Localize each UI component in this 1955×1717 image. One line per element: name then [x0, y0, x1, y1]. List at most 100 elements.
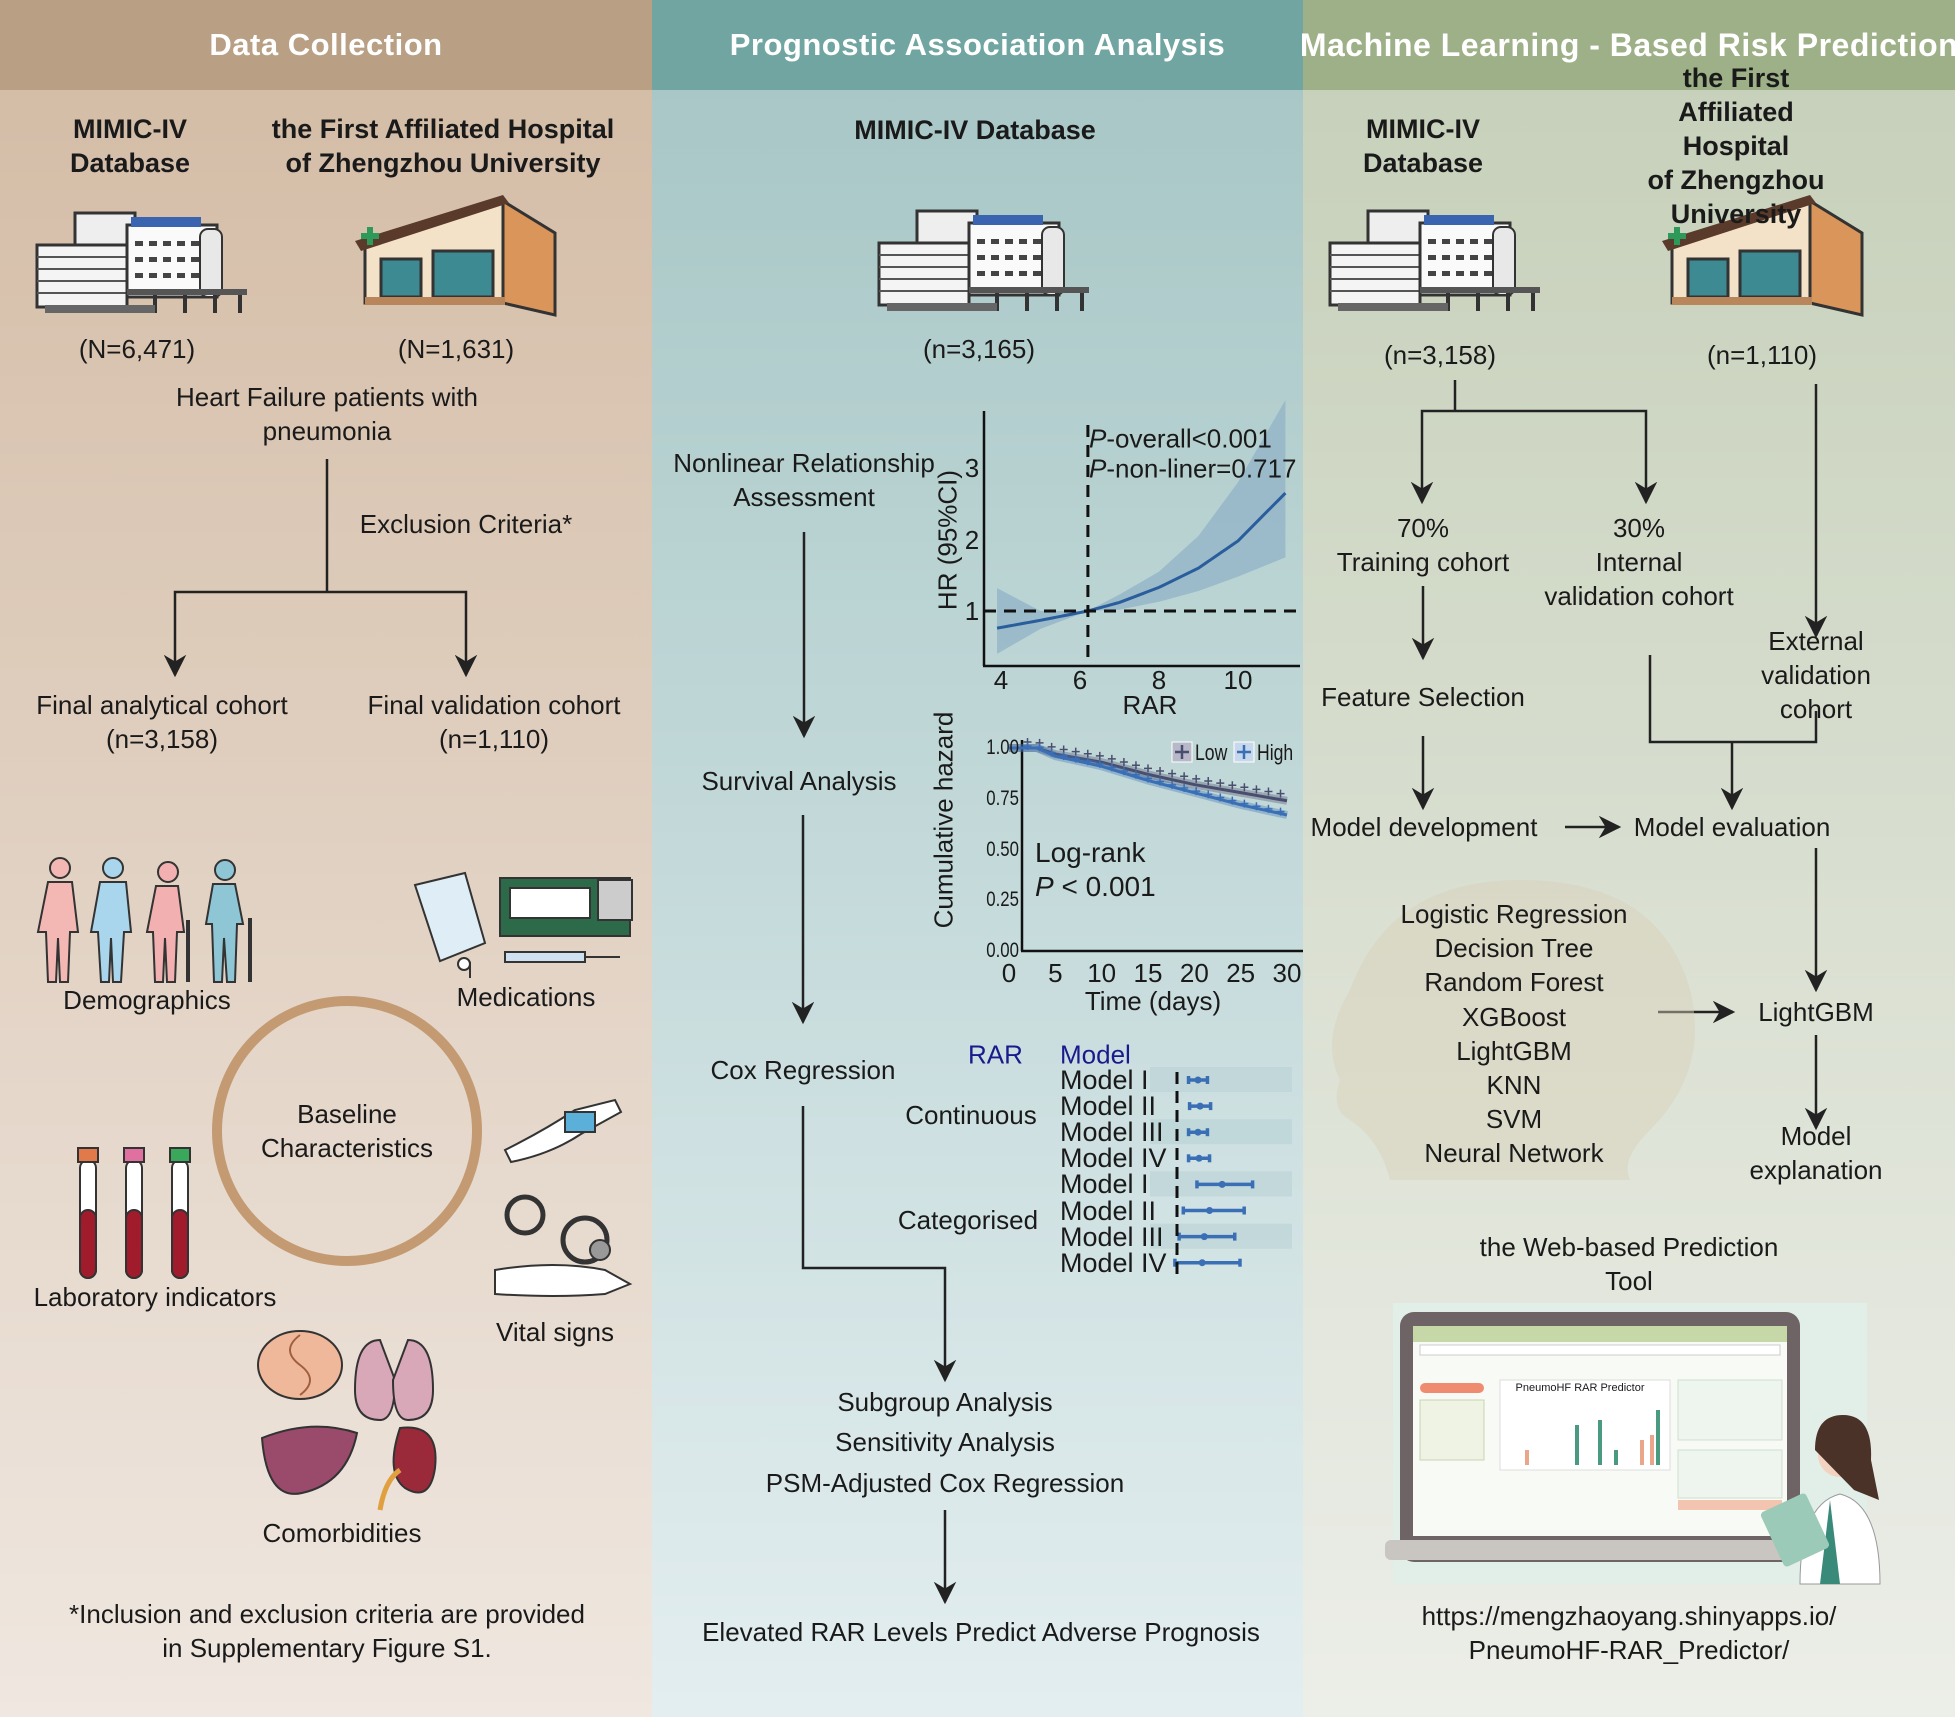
censor-mark	[1240, 799, 1249, 808]
censor-mark	[1071, 754, 1080, 763]
model-list-item: Neural Network	[1424, 1138, 1604, 1169]
censor-mark	[1180, 772, 1189, 781]
censor-mark	[1228, 796, 1237, 805]
clinic-icon	[353, 193, 557, 317]
hospital-icon	[877, 209, 1091, 313]
rcs-x-label: RAR	[1122, 690, 1178, 720]
rcs-ci-band	[997, 400, 1286, 654]
censor-mark	[1156, 777, 1165, 786]
legend-label: High	[1257, 740, 1294, 765]
step-sensitivity: Sensitivity Analysis	[835, 1427, 1055, 1457]
source-zhengzhou-label: the First Affiliated Hospital of Zhengzh…	[1647, 63, 1825, 229]
baseline-circle	[212, 996, 482, 1266]
model-list-item: XGBoost	[1461, 1001, 1567, 1032]
vital-signs-label: Vital signs	[495, 1317, 615, 1347]
forest-point	[1218, 1180, 1226, 1188]
step-survival: Survival Analysis	[701, 766, 897, 796]
internal-validation-label: 30% Internal validation cohort	[1544, 513, 1734, 611]
log-rank-label: Log-rank	[1035, 837, 1146, 868]
rcs-y-label: HR (95%CI)	[932, 469, 963, 611]
prediction-tool-url[interactable]: https://mengzhaoyang.shinyapps.io/ Pneum…	[1421, 1601, 1837, 1665]
censor-mark	[1168, 780, 1177, 789]
rcs-x-tick: 4	[993, 665, 1009, 695]
model-evaluation-label: Model evaluation	[1633, 812, 1831, 842]
forest-row-label: Model I	[1060, 1065, 1149, 1095]
model-list-item: LightGBM	[1456, 1035, 1572, 1066]
censor-mark	[1228, 781, 1237, 790]
rcs-p-overall: P-overall<0.001	[1089, 424, 1272, 455]
n-mimic: (n=3,165)	[922, 334, 1036, 364]
p-value: -overall<0.001	[1106, 423, 1272, 454]
forest-row-label: Model IV	[1060, 1143, 1167, 1174]
censor-mark	[1276, 807, 1285, 816]
rcs-chart	[982, 400, 1300, 668]
p-symbol: P	[1089, 453, 1107, 484]
step-nonlinear: Nonlinear Relationship Assessment	[673, 448, 935, 512]
km-y-tick: 0.00	[986, 939, 1019, 962]
censor-mark	[1216, 779, 1225, 788]
censor-mark	[1144, 764, 1152, 773]
censor-mark	[1252, 785, 1261, 794]
censor-mark	[1083, 757, 1092, 766]
censor-mark	[1119, 758, 1128, 767]
p-value: < 0.001	[1053, 871, 1156, 902]
blood-tubes-icon	[77, 1147, 191, 1279]
rcs-x-tick: 10	[1223, 665, 1253, 695]
legend-key	[1237, 745, 1251, 759]
censor-mark	[1131, 761, 1140, 770]
rcs-x-tick: 8	[1151, 665, 1167, 695]
km-chart	[1009, 738, 1303, 953]
forest-group-categorised: Categorised	[897, 1205, 1039, 1235]
forest-row-band	[1150, 1067, 1292, 1092]
forest-point	[1194, 1076, 1202, 1084]
km-x-label: Time (days)	[1084, 986, 1222, 1016]
panel-header: Prognostic Association Analysis	[652, 0, 1303, 90]
censor-mark	[1023, 742, 1032, 750]
model-list-item: KNN	[1486, 1070, 1542, 1100]
km-x-tick: 25	[1226, 958, 1256, 988]
censor-mark	[1095, 759, 1104, 768]
comorbidities-label: Comorbidities	[262, 1518, 422, 1548]
p-symbol: P	[1035, 871, 1054, 902]
censor-mark	[1047, 748, 1056, 757]
forest-row-label: Model III	[1060, 1221, 1164, 1252]
km-y-tick: 0.50	[986, 837, 1019, 861]
censor-mark	[1252, 802, 1261, 811]
medications-label: Medications	[456, 982, 596, 1012]
forest-header-model: Model	[1060, 1039, 1131, 1070]
organs-icon	[257, 1330, 437, 1511]
legend-key	[1175, 745, 1189, 759]
best-model-label: LightGBM	[1758, 997, 1874, 1027]
censor-mark	[1144, 774, 1152, 783]
censor-mark	[1276, 789, 1285, 798]
rcs-y-tick: 3	[964, 453, 980, 483]
panel-header: Machine Learning - Based Risk Prediction	[1300, 0, 1955, 90]
feature-selection-label: Feature Selection	[1321, 682, 1525, 712]
censor-mark	[1204, 790, 1213, 799]
laboratory-label: Laboratory indicators	[33, 1282, 277, 1312]
forest-row-label: Model II	[1060, 1195, 1157, 1226]
model-development-label: Model development	[1310, 812, 1538, 842]
censor-mark	[1071, 747, 1080, 756]
forest-point	[1194, 1128, 1202, 1136]
source-mimic-label: MIMIC-IV Database	[1362, 114, 1484, 178]
n-mimic: (n=3,158)	[1383, 340, 1497, 370]
rcs-x-tick: 6	[1072, 665, 1088, 695]
step-subgroup: Subgroup Analysis	[837, 1387, 1053, 1417]
hospital-icon	[1328, 209, 1542, 313]
rcs-y-tick: 1	[964, 596, 980, 626]
source-mimic-label: MIMIC-IV Database	[854, 115, 1096, 145]
censor-mark	[1083, 749, 1092, 758]
km-x-tick: 0	[1001, 958, 1017, 988]
censor-mark	[1119, 767, 1128, 776]
rcs-hr-curve	[996, 491, 1287, 630]
medications-icon	[413, 871, 633, 978]
km-y-tick: 0.25	[986, 888, 1019, 912]
web-tool-illustration	[1385, 1303, 1881, 1585]
model-explanation-label: Model explanation	[1749, 1121, 1883, 1185]
km-x-tick: 5	[1048, 958, 1063, 988]
km-x-tick: 10	[1087, 958, 1117, 988]
demographics-icon	[36, 857, 252, 983]
p-symbol: P	[1089, 423, 1107, 454]
km-y-tick: 1.00	[986, 736, 1019, 759]
